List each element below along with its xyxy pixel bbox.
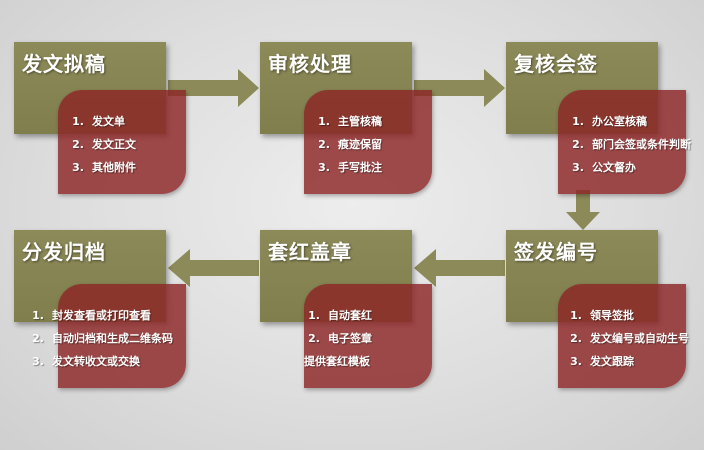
list-item: 1. 办公室核稿 xyxy=(568,110,686,133)
list-item: 2. 痕迹保留 xyxy=(314,133,432,156)
stage-issue: 签发编号 xyxy=(506,230,658,322)
list-item: 3. 发文跟踪 xyxy=(566,350,686,373)
arrow-seal-to-archive xyxy=(168,249,259,287)
list-item: 1. 主管核稿 xyxy=(314,110,432,133)
list-item: 2. 发文正文 xyxy=(68,133,186,156)
list-item: 1. 领导签批 xyxy=(566,304,686,327)
stage-archive-details: 1. 封发查看或打印查看 2. 自动归档和生成二维条码 3. 发文转收文或交换 xyxy=(32,284,186,388)
item-label: 发文正文 xyxy=(92,138,136,151)
arrow-review-to-recheck xyxy=(414,69,505,107)
item-label: 电子签章 xyxy=(328,332,372,345)
item-label: 发文编号或自动生号 xyxy=(590,332,689,345)
item-number: 3. xyxy=(318,161,330,174)
stage-draft-details: 1. 发文单 2. 发文正文 3. 其他附件 xyxy=(58,90,186,194)
item-number: 1. xyxy=(308,309,320,322)
list-item: 2. 部门会签或条件判断 xyxy=(568,133,691,156)
item-label: 提供套红模板 xyxy=(304,355,370,368)
item-number: 2. xyxy=(32,332,44,345)
item-label: 发文跟踪 xyxy=(590,355,634,368)
item-number: 2. xyxy=(72,138,84,151)
item-number: 3. xyxy=(72,161,84,174)
list-item: 3. 手写批注 xyxy=(314,156,432,179)
item-number: 2. xyxy=(318,138,330,151)
arrow-recheck-to-issue xyxy=(566,190,600,230)
item-label: 手写批注 xyxy=(338,161,382,174)
item-number: 1. xyxy=(572,115,584,128)
item-label: 发文转收文或交换 xyxy=(52,355,140,368)
item-label: 痕迹保留 xyxy=(338,138,382,151)
item-number: 1. xyxy=(570,309,582,322)
list-item: 2. 发文编号或自动生号 xyxy=(566,327,689,350)
item-label: 领导签批 xyxy=(590,309,634,322)
item-number: 2. xyxy=(308,332,320,345)
item-number: 3. xyxy=(32,355,44,368)
item-number: 2. xyxy=(572,138,584,151)
list-item: 1. 封发查看或打印查看 xyxy=(28,304,186,327)
item-label: 自动归档和生成二维条码 xyxy=(52,332,173,345)
stage-title: 分发归档 xyxy=(22,240,106,264)
list-item: 3. 公文督办 xyxy=(568,156,686,179)
item-label: 办公室核稿 xyxy=(592,115,647,128)
list-item-extra: 提供套红模板 xyxy=(304,350,432,373)
item-number: 3. xyxy=(570,355,582,368)
stage-title: 签发编号 xyxy=(514,240,598,264)
list-item: 1. 发文单 xyxy=(68,110,186,133)
item-label: 部门会签或条件判断 xyxy=(592,138,691,151)
item-label: 封发查看或打印查看 xyxy=(52,309,151,322)
item-number: 1. xyxy=(32,309,44,322)
arrow-issue-to-seal xyxy=(414,249,505,287)
list-item: 2. 自动归档和生成二维条码 xyxy=(28,327,186,350)
arrow-draft-to-review xyxy=(168,69,259,107)
item-number: 2. xyxy=(570,332,582,345)
stage-title: 复核会签 xyxy=(514,52,598,76)
item-number: 1. xyxy=(318,115,330,128)
item-number: 1. xyxy=(72,115,84,128)
stage-issue-details: 1. 领导签批 2. 发文编号或自动生号 3. 发文跟踪 xyxy=(558,284,689,388)
list-item: 3. 其他附件 xyxy=(68,156,186,179)
item-label: 主管核稿 xyxy=(338,115,382,128)
item-label: 公文督办 xyxy=(592,161,636,174)
list-item: 2. 电子签章 xyxy=(304,327,432,350)
stage-review-details: 1. 主管核稿 2. 痕迹保留 3. 手写批注 xyxy=(304,90,432,194)
stage-seal-details: 1. 自动套红 2. 电子签章 提供套红模板 xyxy=(304,284,432,388)
stage-title: 套红盖章 xyxy=(268,240,352,264)
item-label: 发文单 xyxy=(92,115,125,128)
item-number: 3. xyxy=(572,161,584,174)
list-item: 3. 发文转收文或交换 xyxy=(28,350,186,373)
stage-title: 发文拟稿 xyxy=(22,52,106,76)
item-label: 自动套红 xyxy=(328,309,372,322)
list-item: 1. 自动套红 xyxy=(304,304,432,327)
stage-recheck-details: 1. 办公室核稿 2. 部门会签或条件判断 3. 公文督办 xyxy=(558,90,691,194)
stage-title: 审核处理 xyxy=(268,52,352,76)
item-label: 其他附件 xyxy=(92,161,136,174)
